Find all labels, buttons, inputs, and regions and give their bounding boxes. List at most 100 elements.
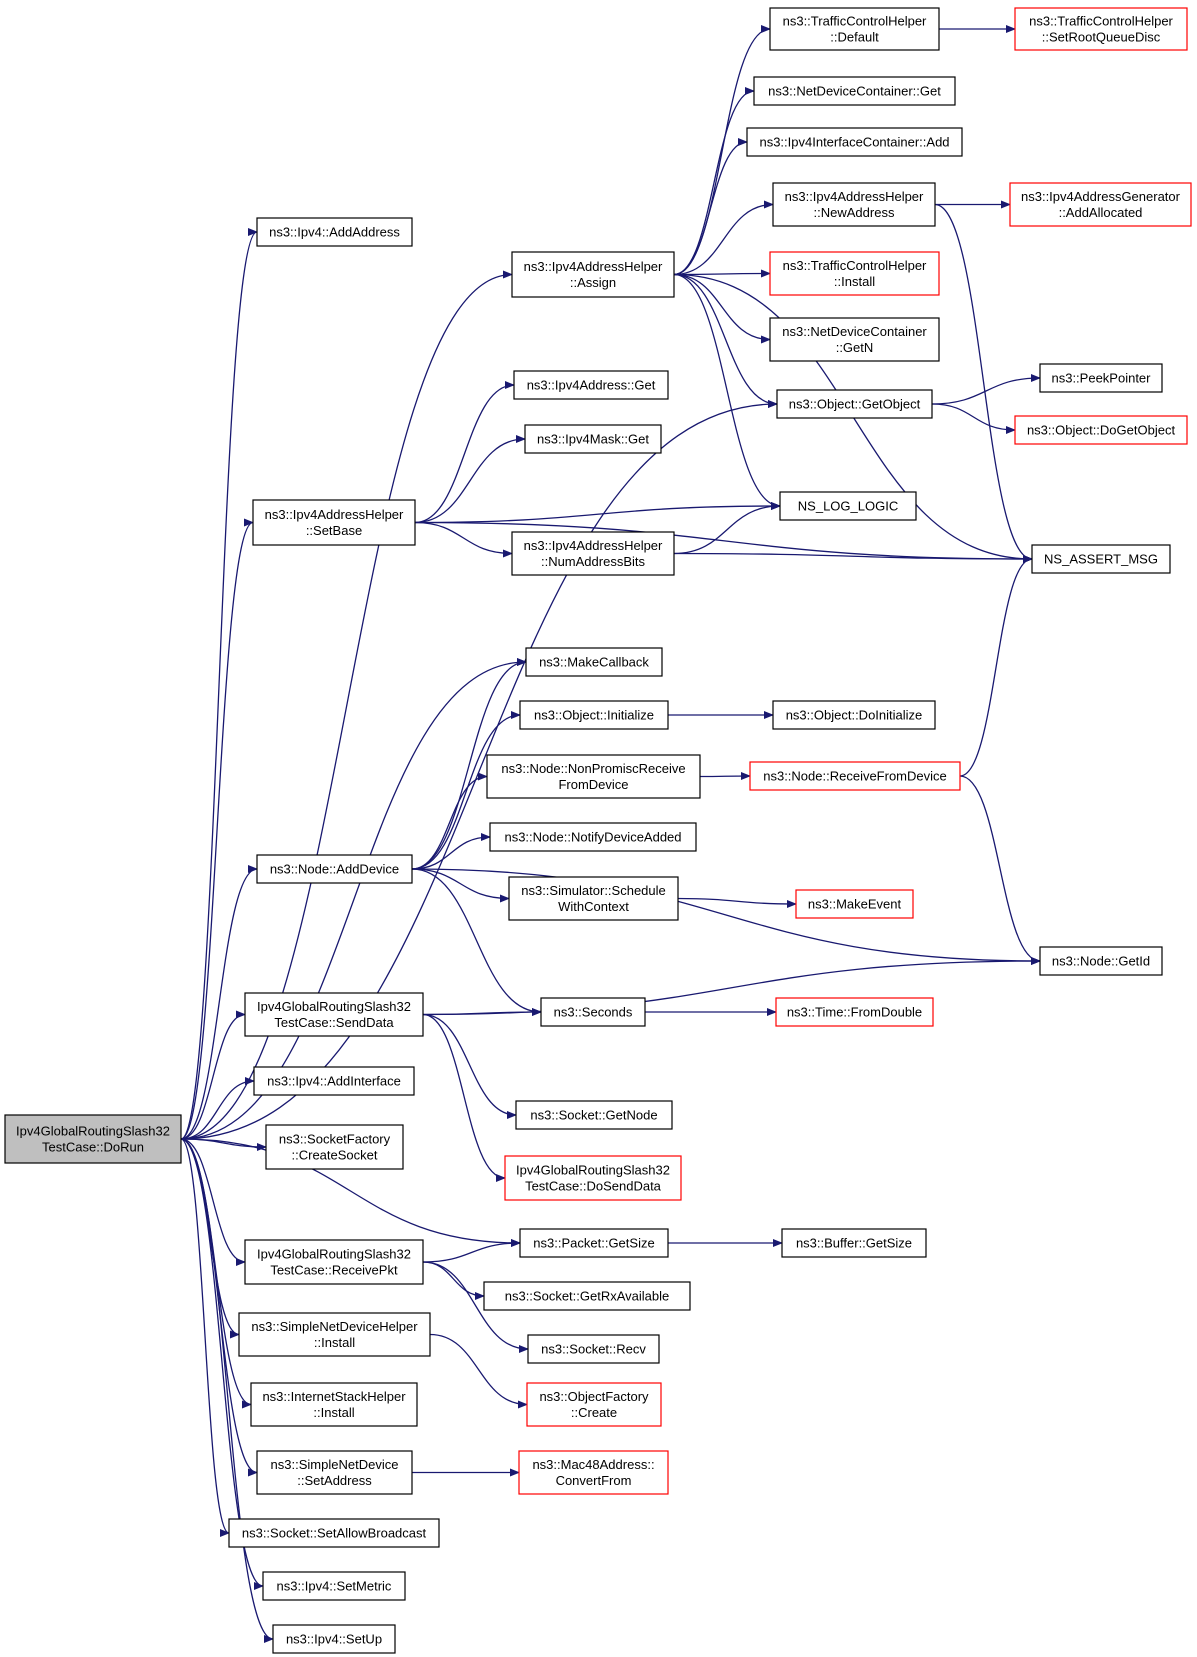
node-label: ns3::Ipv4AddressHelper [265, 507, 404, 522]
node-label: ::Create [571, 1405, 617, 1420]
edge-node_adddevice-to-simulator_schedulewithcontext [411, 868, 510, 903]
edge-root-to-node_adddevice [180, 865, 258, 1140]
node-object_doinitialize[interactable]: ns3::Object::DoInitialize [772, 700, 936, 730]
node-ipv4_addinterface[interactable]: ns3::Ipv4::AddInterface [253, 1066, 415, 1096]
edge-root-to-ipv4_addaddress [180, 228, 258, 1140]
node-label: ::GetN [836, 340, 874, 355]
node-internetstackhelper_install[interactable]: ns3::InternetStackHelper::Install [250, 1382, 418, 1427]
node-seconds[interactable]: ns3::Seconds [540, 997, 646, 1027]
node-senddata[interactable]: Ipv4GlobalRoutingSlash32TestCase::SendDa… [244, 992, 424, 1037]
node-ipv4address_get[interactable]: ns3::Ipv4Address::Get [513, 370, 669, 400]
node-label: ns3::Object::DoInitialize [786, 708, 923, 723]
node-label: ns3::Node::GetId [1052, 954, 1150, 969]
node-label: ns3::Ipv4InterfaceContainer::Add [759, 135, 949, 150]
node-label: ns3::Node::ReceiveFromDevice [763, 769, 947, 784]
edge-receivepkt-to-socket_getrxavailable [422, 1261, 485, 1300]
node-box [518, 1450, 669, 1495]
node-box [511, 531, 675, 576]
node-box [508, 876, 679, 921]
node-label: ns3::Ipv4::SetMetric [277, 1579, 392, 1594]
node-ndc_get[interactable]: ns3::NetDeviceContainer::Get [753, 76, 956, 106]
node-box [524, 424, 662, 454]
node-ns_assert_msg[interactable]: NS_ASSERT_MSG [1031, 544, 1171, 574]
node-object_initialize[interactable]: ns3::Object::Initialize [519, 700, 669, 730]
node-box [262, 1571, 406, 1601]
node-label: ns3::TrafficControlHelper [783, 14, 927, 29]
edge-root-to-ipv4_setmetric [180, 1138, 264, 1590]
node-label: ns3::PeekPointer [1051, 371, 1151, 386]
node-ipv4_addaddress[interactable]: ns3::Ipv4::AddAddress [256, 217, 413, 247]
node-time_fromdouble[interactable]: ns3::Time::FromDouble [775, 997, 934, 1027]
node-label: TestCase::DoRun [42, 1140, 144, 1155]
node-label: ns3::SimpleNetDevice [271, 1457, 399, 1472]
node-box [265, 1124, 404, 1170]
node-ipv4_setmetric[interactable]: ns3::Ipv4::SetMetric [262, 1571, 406, 1601]
node-ipv4mask_get[interactable]: ns3::Ipv4Mask::Get [524, 424, 662, 454]
node-addrhelper_setbase[interactable]: ns3::Ipv4AddressHelper::SetBase [252, 499, 416, 546]
node-simplenetdevice_setaddress[interactable]: ns3::SimpleNetDevice::SetAddress [256, 1450, 413, 1495]
edge-addrhelper_setbase-to-ns_log_logic [414, 502, 781, 524]
node-iic_add[interactable]: ns3::Ipv4InterfaceContainer::Add [746, 127, 963, 157]
node-makeevent[interactable]: ns3::MakeEvent [795, 889, 914, 919]
node-label: Ipv4GlobalRoutingSlash32 [257, 999, 411, 1014]
node-addrhelper_assign[interactable]: ns3::Ipv4AddressHelper::Assign [511, 251, 675, 298]
node-ndc_getn[interactable]: ns3::NetDeviceContainer::GetN [769, 317, 940, 362]
node-label: ns3::InternetStackHelper [262, 1389, 406, 1404]
node-box [519, 1228, 669, 1258]
node-box [272, 1624, 396, 1654]
node-label: ns3::Socket::SetAllowBroadcast [242, 1526, 427, 1541]
node-receivepkt[interactable]: Ipv4GlobalRoutingSlash32TestCase::Receiv… [244, 1239, 424, 1285]
edge-root-to-senddata [180, 1010, 246, 1140]
node-node_notifydeviceadded[interactable]: ns3::Node::NotifyDeviceAdded [489, 822, 697, 852]
node-ns_log_logic[interactable]: NS_LOG_LOGIC [779, 491, 917, 521]
node-box [772, 700, 936, 730]
edge-node_receivefromdevice-to-node_getid [959, 775, 1041, 965]
node-makecallback[interactable]: ns3::MakeCallback [525, 647, 663, 677]
node-simplenetdevicehelper_install[interactable]: ns3::SimpleNetDeviceHelper::Install [238, 1312, 431, 1357]
node-tch_setrootqueuedisc[interactable]: ns3::TrafficControlHelper::SetRootQueueD… [1014, 7, 1188, 51]
edge-simulator_schedulewithcontext-to-makeevent [677, 897, 797, 908]
node-label: ns3::Ipv4::AddAddress [269, 225, 400, 240]
node-socket_setallowbroadcast[interactable]: ns3::Socket::SetAllowBroadcast [228, 1518, 440, 1548]
edge-node_nonpromisc-to-node_receivefromdevice [699, 772, 751, 781]
node-label: WithContext [558, 899, 629, 914]
node-objectfactory_create[interactable]: ns3::ObjectFactory::Create [526, 1382, 662, 1427]
node-socket_recv[interactable]: ns3::Socket::Recv [527, 1334, 660, 1364]
node-addrhelper_newaddress[interactable]: ns3::Ipv4AddressHelper::NewAddress [772, 182, 936, 227]
node-buffer_getsize[interactable]: ns3::Buffer::GetSize [781, 1228, 927, 1258]
node-label: ns3::Ipv4::SetUp [286, 1632, 382, 1647]
node-tch_default[interactable]: ns3::TrafficControlHelper::Default [769, 7, 940, 51]
node-label: ns3::Node::NonPromiscReceive [501, 761, 685, 776]
node-addrgen_addallocated[interactable]: ns3::Ipv4AddressGenerator::AddAllocated [1009, 182, 1192, 227]
node-socket_getrxavailable[interactable]: ns3::Socket::GetRxAvailable [483, 1281, 691, 1311]
edge-node_adddevice-to-node_getid [411, 868, 1041, 965]
node-label: TestCase::DoSendData [525, 1179, 662, 1194]
node-box [769, 7, 940, 51]
node-label: ns3::Buffer::GetSize [796, 1236, 912, 1251]
node-ipv4_setup[interactable]: ns3::Ipv4::SetUp [272, 1624, 396, 1654]
node-object_getobject[interactable]: ns3::Object::GetObject [776, 389, 933, 419]
edge-addrhelper_setbase-to-ns_assert_msg [414, 521, 1033, 563]
node-peekpointer[interactable]: ns3::PeekPointer [1039, 363, 1163, 393]
edge-node_adddevice-to-object_initialize [411, 711, 521, 870]
node-node_adddevice[interactable]: ns3::Node::AddDevice [256, 854, 413, 884]
node-dosenddata[interactable]: Ipv4GlobalRoutingSlash32TestCase::DoSend… [504, 1155, 682, 1201]
node-packet_getsize[interactable]: ns3::Packet::GetSize [519, 1228, 669, 1258]
node-object_dogetobject[interactable]: ns3::Object::DoGetObject [1014, 415, 1188, 445]
node-socket_getnode[interactable]: ns3::Socket::GetNode [515, 1100, 673, 1130]
node-box [776, 389, 933, 419]
node-mac48_convertfrom[interactable]: ns3::Mac48Address::ConvertFrom [518, 1450, 669, 1495]
node-socketfactory_createsocket[interactable]: ns3::SocketFactory::CreateSocket [265, 1124, 404, 1170]
node-addrhelper_numaddressbits[interactable]: ns3::Ipv4AddressHelper::NumAddressBits [511, 531, 675, 576]
node-node_getid[interactable]: ns3::Node::GetId [1039, 946, 1163, 976]
node-label: ns3::Ipv4Mask::Get [537, 432, 649, 447]
node-label: ns3::Socket::GetRxAvailable [505, 1289, 670, 1304]
node-node_receivefromdevice[interactable]: ns3::Node::ReceiveFromDevice [749, 761, 961, 791]
node-box [527, 1334, 660, 1364]
edge-root-to-receivepkt [180, 1138, 246, 1266]
node-label: ns3::Ipv4AddressHelper [524, 259, 663, 274]
node-tch_install[interactable]: ns3::TrafficControlHelper::Install [769, 251, 940, 296]
